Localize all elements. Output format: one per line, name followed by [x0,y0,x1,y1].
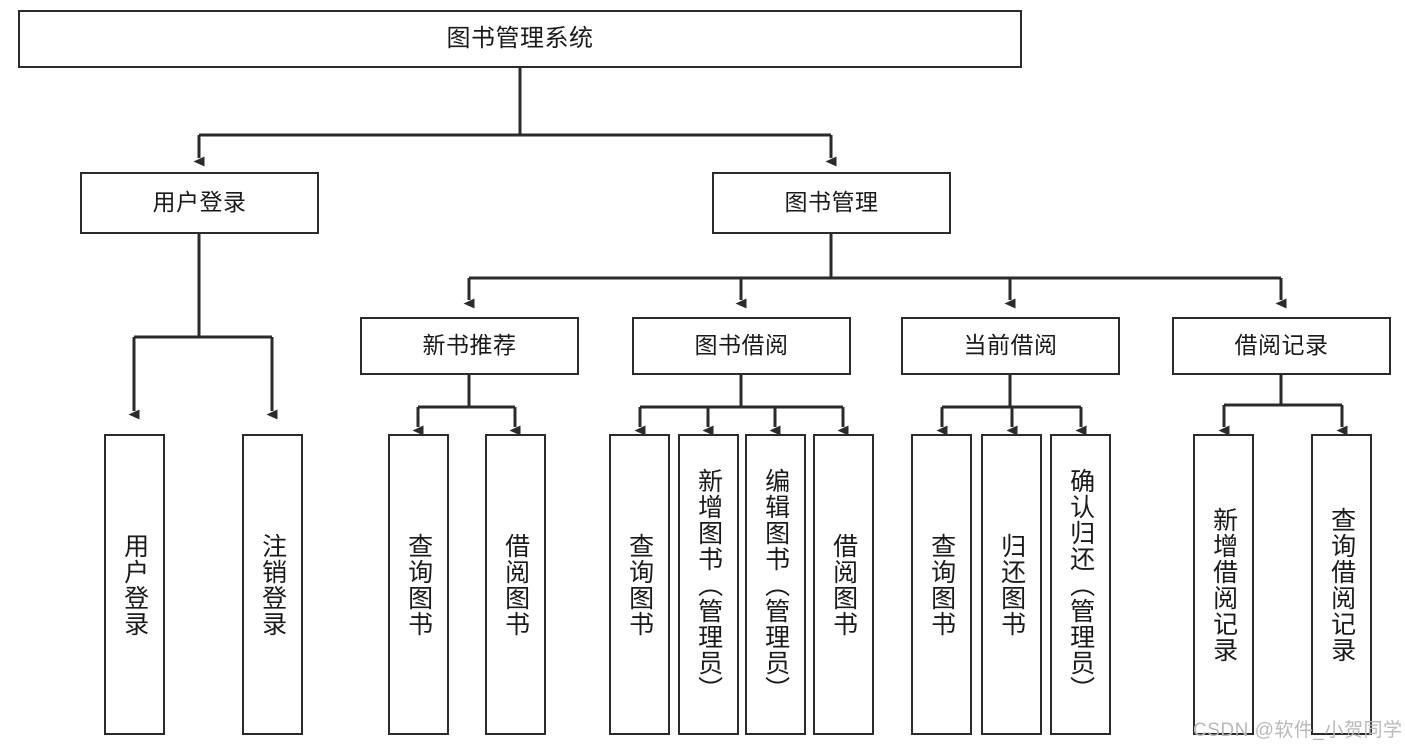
leaf-new-book-borrow-book[interactable]: 借阅图书 [485,434,546,735]
node-root-system[interactable]: 图书管理系统 [18,10,1022,68]
leaf-current-borrow-confirm-return[interactable]: 确认归还（管理员） [1050,434,1111,735]
node-user-login[interactable]: 用户登录 [80,172,319,234]
leaf-label: 用户登录 [120,532,149,637]
leaf-new-book-query-book[interactable]: 查询图书 [388,434,449,735]
leaf-book-borrow-edit-book[interactable]: 编辑图书（管理员） [745,434,806,735]
leaf-book-borrow-query-book[interactable]: 查询图书 [609,434,670,735]
leaf-label: 查询图书 [404,532,433,637]
node-current-borrow[interactable]: 当前借阅 [901,317,1120,375]
leaf-borrow-records-add-record[interactable]: 新增借阅记录 [1193,434,1254,735]
leaf-borrow-records-query-record[interactable]: 查询借阅记录 [1311,434,1372,735]
leaf-user-login-logout[interactable]: 注销登录 [242,434,303,735]
leaf-label: 编辑图书（管理员） [761,467,790,702]
watermark-text: CSDN @软件_小贺同学 [1193,720,1403,741]
leaf-label: 新增图书（管理员） [694,467,723,702]
leaf-label: 查询借阅记录 [1327,506,1356,663]
leaf-label: 注销登录 [258,532,287,637]
leaf-book-borrow-add-book[interactable]: 新增图书（管理员） [678,434,739,735]
leaf-current-borrow-query-book[interactable]: 查询图书 [911,434,972,735]
leaf-label: 查询图书 [625,532,654,637]
node-borrow-records[interactable]: 借阅记录 [1172,317,1391,375]
leaf-label: 借阅图书 [829,532,858,637]
leaf-label: 查询图书 [927,532,956,637]
leaf-label: 新增借阅记录 [1209,506,1238,663]
leaf-user-login-login[interactable]: 用户登录 [104,434,165,735]
leaf-label: 借阅图书 [501,532,530,637]
leaf-label: 确认归还（管理员） [1066,467,1095,702]
node-new-book-recommend[interactable]: 新书推荐 [360,317,579,375]
leaf-current-borrow-return-book[interactable]: 归还图书 [981,434,1042,735]
leaf-book-borrow-borrow-book[interactable]: 借阅图书 [813,434,874,735]
node-book-management[interactable]: 图书管理 [712,172,951,234]
node-book-borrow[interactable]: 图书借阅 [632,317,851,375]
leaf-label: 归还图书 [997,532,1026,637]
